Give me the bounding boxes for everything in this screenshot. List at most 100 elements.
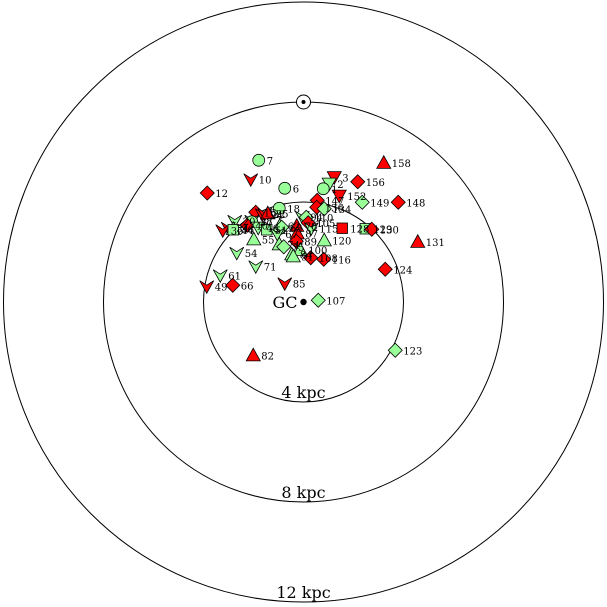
source-label-20: 20 — [243, 217, 256, 228]
sun-symbol-dot — [301, 100, 306, 104]
source-marker-12 — [199, 185, 215, 201]
source-marker-149 — [354, 194, 370, 210]
ring-12kpc — [3, 1, 604, 603]
source-label-37: 37 — [260, 218, 273, 229]
source-label-55: 55 — [262, 235, 275, 246]
source-marker-10 — [243, 173, 259, 188]
galactic-center-label: GC — [272, 293, 297, 312]
source-label-130: 130 — [380, 225, 399, 236]
ring-label-8kpc: 8 kpc — [281, 483, 325, 502]
source-marker-49 — [199, 280, 215, 295]
source-label-71: 71 — [264, 262, 277, 273]
source-label-1: 1 — [331, 185, 337, 196]
source-label-124: 124 — [393, 265, 412, 276]
source-label-28: 28 — [260, 217, 273, 228]
source-label-115: 115 — [319, 224, 338, 235]
source-label-34: 34 — [236, 224, 249, 235]
source-label-49: 49 — [215, 282, 228, 293]
source-marker-158 — [376, 154, 392, 169]
source-label-25: 25 — [276, 209, 289, 220]
source-label-100: 100 — [308, 246, 327, 257]
source-marker-6 — [278, 181, 292, 195]
source-label-129: 129 — [373, 225, 392, 236]
ring-label-4kpc: 4 kpc — [281, 383, 325, 402]
source-marker-54 — [229, 246, 245, 261]
source-label-51: 51 — [275, 226, 288, 237]
source-label-105: 105 — [316, 219, 335, 230]
source-marker-148 — [390, 194, 406, 210]
source-marker-25 — [260, 205, 276, 220]
ring-label-12kpc: 12 kpc — [276, 583, 330, 602]
source-label-75: 75 — [292, 243, 305, 254]
source-label-24: 24 — [270, 210, 283, 221]
source-label-46: 46 — [266, 224, 279, 235]
galactic-center: GC — [272, 293, 307, 312]
source-label-61: 61 — [228, 271, 241, 282]
ring-4kpc — [203, 201, 404, 403]
source-label-108: 108 — [319, 254, 338, 265]
source-marker-124 — [377, 261, 393, 277]
source-marker-115 — [303, 222, 319, 237]
source-marker-156 — [350, 174, 366, 190]
source-label-67: 67 — [285, 230, 298, 241]
source-label-89: 89 — [304, 237, 317, 248]
source-label-6: 6 — [293, 184, 299, 195]
source-marker-108 — [303, 250, 319, 266]
source-label-128: 128 — [350, 224, 369, 235]
sun-symbol — [296, 94, 311, 110]
source-label-148: 148 — [406, 198, 425, 209]
source-label-10: 10 — [259, 175, 272, 186]
source-label-156: 156 — [366, 178, 385, 189]
source-label-2: 2 — [337, 180, 343, 191]
source-label-131: 131 — [426, 238, 445, 249]
distance-rings: 4 kpc 8 kpc 12 kpc — [3, 1, 604, 603]
source-marker-1 — [316, 182, 330, 196]
source-label-85: 85 — [293, 279, 306, 290]
source-label-66: 66 — [241, 281, 254, 292]
source-label-12: 12 — [215, 189, 228, 200]
source-label-7: 7 — [267, 156, 273, 167]
source-marker-130 — [364, 221, 380, 237]
galactic-center-dot — [300, 298, 307, 306]
source-label-22: 22 — [273, 210, 286, 221]
source-marker-75 — [276, 239, 292, 255]
source-label-54: 54 — [245, 249, 258, 260]
source-marker-152 — [331, 189, 347, 204]
source-label-35: 35 — [231, 226, 244, 237]
source-marker-91 — [285, 248, 301, 263]
source-marker-7 — [252, 153, 266, 167]
source-label-62: 62 — [288, 222, 301, 233]
source-markers — [199, 153, 426, 362]
source-marker-85 — [277, 277, 293, 292]
source-marker-18 — [272, 201, 286, 215]
source-label-44: 44 — [241, 226, 254, 237]
source-label-63: 63 — [290, 223, 303, 234]
source-label-110: 110 — [314, 213, 333, 224]
source-label-74: 74 — [287, 240, 300, 251]
source-label-116: 116 — [332, 255, 351, 266]
source-marker-44 — [227, 224, 239, 236]
source-marker-66 — [225, 277, 241, 293]
source-label-16: 16 — [264, 208, 277, 219]
source-marker-67 — [269, 227, 285, 242]
source-label-107: 107 — [326, 296, 345, 307]
source-marker-100 — [292, 241, 308, 256]
source-label-136: 136 — [325, 203, 344, 214]
source-label-123: 123 — [403, 346, 422, 357]
source-label-18: 18 — [287, 204, 300, 215]
source-marker-55 — [246, 231, 262, 246]
source-label-36: 36 — [241, 225, 254, 236]
source-marker-61 — [212, 269, 228, 284]
source-label-158: 158 — [392, 159, 411, 170]
source-label-149: 149 — [370, 198, 389, 209]
source-marker-107 — [310, 292, 326, 308]
source-label-134: 134 — [332, 205, 351, 216]
source-marker-116 — [316, 251, 332, 267]
source-label-3: 3 — [342, 173, 348, 184]
source-label-94: 94 — [310, 213, 323, 224]
source-label-147: 147 — [325, 196, 344, 207]
source-marker-120 — [316, 232, 332, 247]
